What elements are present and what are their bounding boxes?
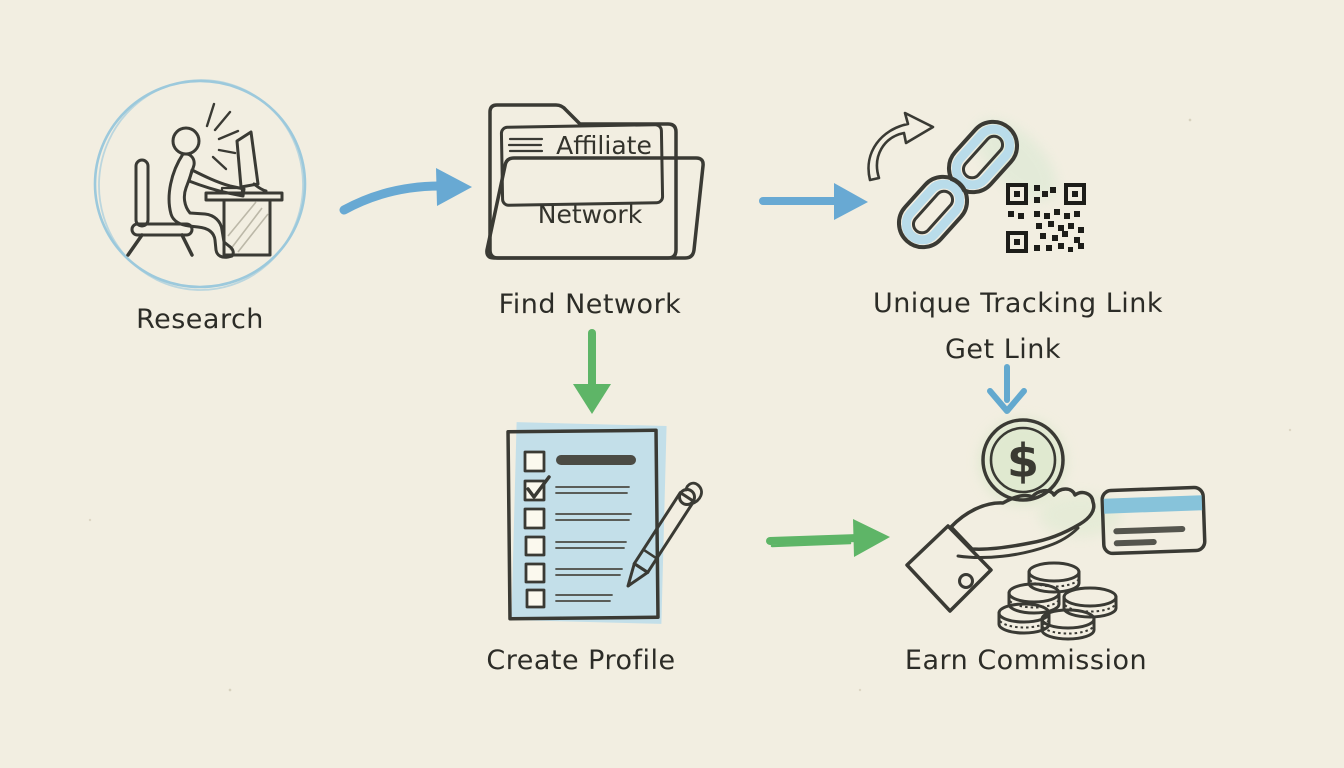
tracking-link-label: Unique Tracking Link (873, 288, 1163, 319)
monitor-icon (220, 130, 270, 195)
earn-commission-node: $ (905, 418, 1207, 676)
arrow-network-to-profile (573, 329, 611, 414)
checklist-lines (555, 455, 636, 602)
find-network-label: Find Network (499, 289, 682, 320)
get-link-label: Get Link (945, 334, 1061, 365)
create-profile-label: Create Profile (486, 645, 675, 676)
arrow-profile-to-commission (766, 519, 890, 557)
qr-code-icon (1006, 183, 1086, 253)
research-node: Research (93, 79, 307, 335)
dollar-symbol: $ (1007, 434, 1039, 488)
spark-lines-icon (205, 102, 240, 171)
cuff (905, 524, 993, 613)
research-label: Research (136, 304, 264, 335)
desk-icon (204, 191, 284, 257)
person-at-desk-icon (93, 79, 307, 291)
checklist-paper (506, 428, 660, 621)
cuff-button (958, 573, 974, 589)
folder-icon: Affiliate Network (485, 103, 705, 260)
earn-commission-label: Earn Commission (905, 645, 1147, 676)
find-network-node: Affiliate Network Find Network (485, 103, 705, 320)
open-hand-icon (905, 487, 1096, 613)
checkbox-column (523, 450, 546, 609)
chair-icon (126, 158, 194, 257)
curved-arrow-icon (867, 111, 935, 182)
coins-stack-icon (997, 561, 1118, 641)
checklist-shadow (511, 422, 667, 624)
checkmark-icon (526, 475, 551, 499)
folder-front-text: Network (538, 200, 643, 229)
arrow-network-to-link (759, 183, 868, 220)
credit-card-icon (1100, 485, 1207, 556)
folder-tab-text: Affiliate (556, 131, 652, 160)
chain-link-icon (896, 119, 1020, 250)
hamburger-lines-icon (507, 137, 544, 153)
arrow-link-to-commission (987, 364, 1027, 414)
folder-front-flap: Network (485, 156, 705, 260)
checklist-pen-icon (506, 422, 703, 624)
tracking-link-node: Unique Tracking Link Get Link (867, 111, 1163, 365)
pen-icon (626, 481, 703, 588)
arrow-research-to-network (339, 168, 472, 215)
create-profile-node: Create Profile (486, 422, 703, 676)
folder-paper: Affiliate (499, 123, 665, 207)
dollar-coin-icon: $ (981, 418, 1065, 502)
person-icon (167, 126, 246, 259)
